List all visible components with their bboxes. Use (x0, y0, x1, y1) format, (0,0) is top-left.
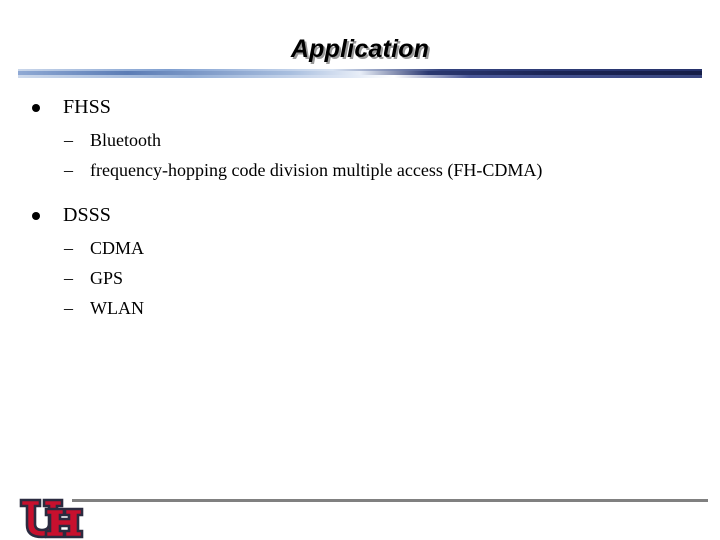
dash-bullet-icon: – (64, 298, 73, 318)
university-of-houston-uh-logo-icon (18, 497, 84, 540)
slide-body: FHSS – Bluetooth – frequency-hopping cod… (0, 92, 720, 325)
bullet-list: FHSS – Bluetooth – frequency-hopping cod… (0, 92, 720, 323)
list-item-label: Bluetooth (90, 130, 161, 150)
list-item-label: DSSS (63, 204, 111, 226)
list-item: – frequency-hopping code division multip… (63, 155, 720, 185)
bullet-dot-icon (32, 212, 40, 220)
title-divider-bottom-line (18, 75, 702, 78)
list-item-label: FHSS (63, 96, 111, 118)
list-item: – GPS (63, 263, 720, 293)
list-item-label: frequency-hopping code division multiple… (90, 160, 543, 180)
list-item-label: WLAN (90, 298, 144, 318)
dash-bullet-icon: – (64, 268, 73, 288)
list-item: – Bluetooth (63, 125, 720, 155)
page-title: Application (290, 35, 430, 63)
list-item-label: GPS (90, 268, 124, 288)
dash-bullet-icon: – (64, 238, 73, 258)
list-item: DSSS – CDMA – GPS – WLAN (0, 200, 720, 323)
list-item: FHSS – Bluetooth – frequency-hopping cod… (0, 92, 720, 185)
title-divider-core-line (18, 71, 702, 75)
title-divider-top-line (18, 69, 702, 71)
dash-bullet-icon: – (64, 130, 73, 150)
group-spacer (0, 187, 720, 200)
list-item: – WLAN (63, 293, 720, 323)
sub-bullet-list: – CDMA – GPS – WLAN (63, 233, 720, 323)
slide-title-area: Application (0, 34, 720, 68)
bullet-dot-icon (32, 104, 40, 112)
sub-bullet-list: – Bluetooth – frequency-hopping code div… (63, 125, 720, 185)
list-item-label: CDMA (90, 238, 145, 258)
dash-bullet-icon: – (64, 160, 73, 180)
title-divider (18, 69, 702, 78)
footer-divider (72, 499, 708, 502)
list-item: – CDMA (63, 233, 720, 263)
